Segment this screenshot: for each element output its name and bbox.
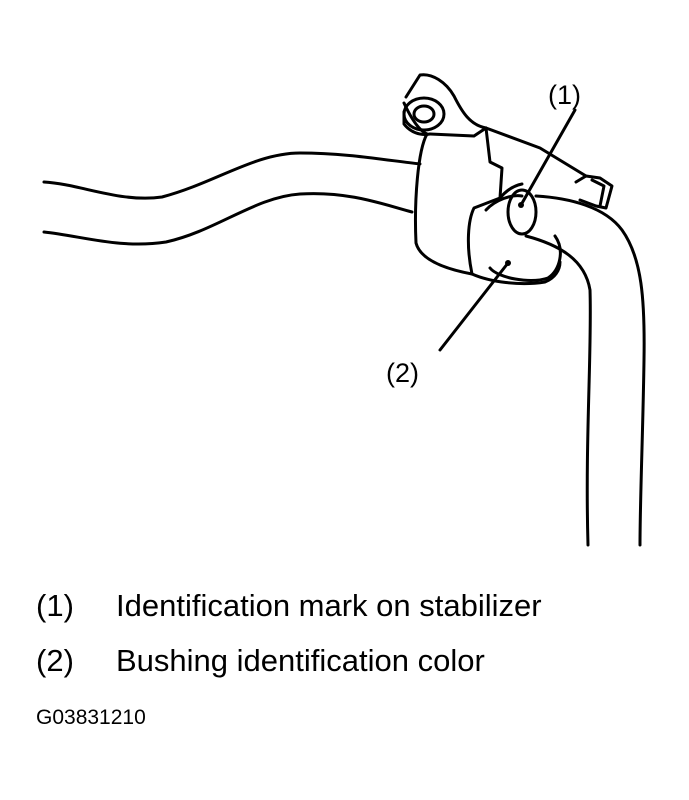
callout-dot-1 <box>518 202 524 208</box>
callout-label-2: (2) <box>386 358 419 388</box>
callout-dot-2 <box>505 260 511 266</box>
stabilizer-bushing-diagram: (1) (2) <box>42 73 646 547</box>
legend-number: (1) <box>36 588 74 623</box>
stabilizer-bar-left <box>42 151 422 246</box>
figure-code: G03831210 <box>36 706 146 729</box>
leader-line-1 <box>519 108 577 207</box>
legend-text: Bushing identification color <box>116 643 485 678</box>
legend-text: Identification mark on stabilizer <box>116 588 542 623</box>
bracket-end-tab <box>574 174 614 210</box>
leader-line-2 <box>438 261 510 352</box>
legend-number: (2) <box>36 643 74 678</box>
bushing <box>484 194 562 282</box>
legend-item-1: (1) Identification mark on stabilizer <box>36 588 542 624</box>
legend-item-2: (2) Bushing identification color <box>36 643 485 679</box>
stabilizer-bar-right <box>524 194 646 547</box>
bushing-bracket <box>413 126 588 286</box>
identification-mark <box>506 188 538 236</box>
callout-label-1: (1) <box>548 80 581 110</box>
bracket-bolt <box>402 73 488 136</box>
